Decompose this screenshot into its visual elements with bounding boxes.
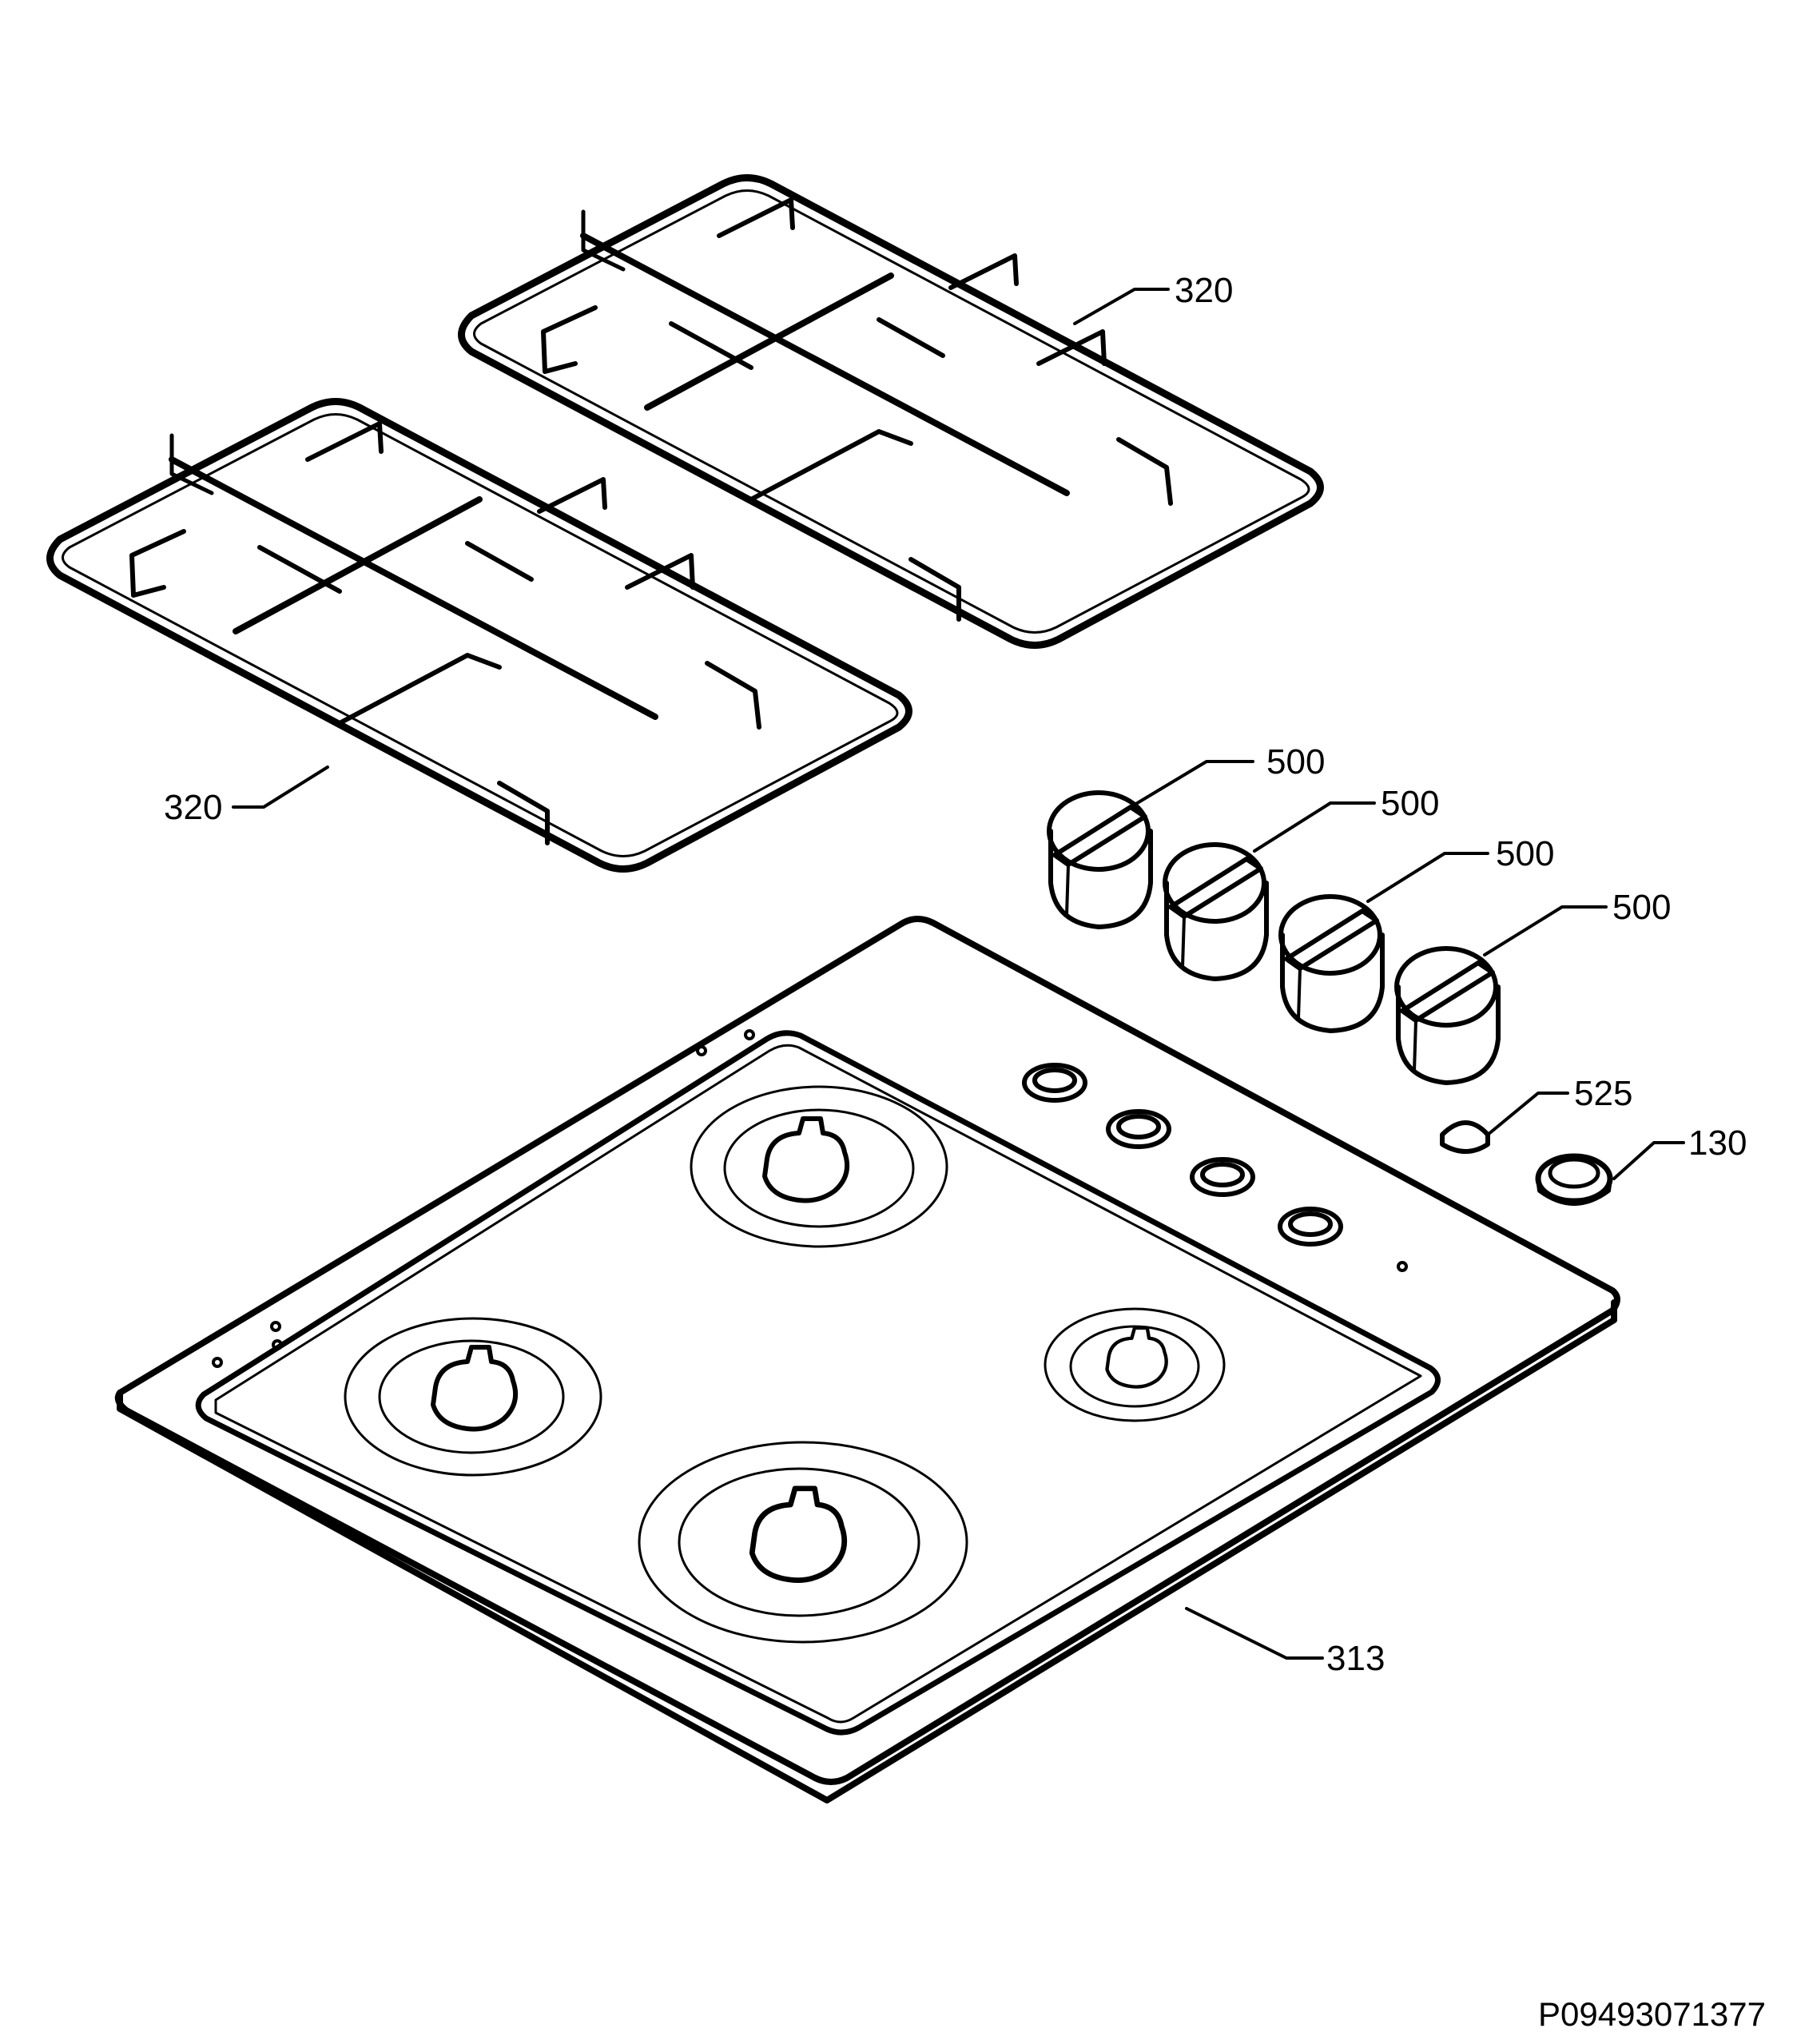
control-knob-1 (1049, 793, 1151, 927)
callout-500-1: 500 (1266, 742, 1325, 781)
pan-support-grate-top (462, 178, 1321, 646)
cap-part (1440, 1120, 1490, 1154)
callout-320-left: 320 (164, 788, 222, 827)
control-knob-4 (1397, 948, 1498, 1083)
callout-500-4: 500 (1612, 888, 1671, 927)
control-knob-2 (1165, 845, 1266, 979)
callout-500-2: 500 (1381, 784, 1439, 823)
callout-130: 130 (1688, 1123, 1747, 1163)
hob-top-plate (114, 916, 1620, 1803)
control-knob-3 (1281, 897, 1382, 1031)
leader-lines (232, 288, 1685, 1660)
bezel-ring-part (1535, 1153, 1613, 1206)
callout-525: 525 (1574, 1074, 1632, 1113)
callout-500-3: 500 (1496, 834, 1554, 873)
diagram-code: P09493071377 (1538, 1995, 1766, 2033)
callout-313: 313 (1326, 1639, 1385, 1678)
callout-320-top: 320 (1175, 271, 1233, 310)
